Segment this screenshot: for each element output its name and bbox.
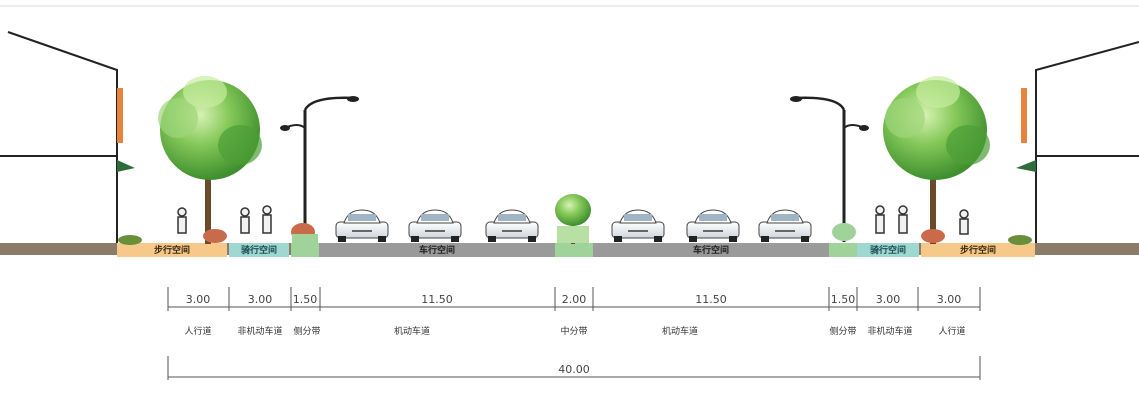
zone-label-walk-left: 步行空间 <box>154 244 190 256</box>
lane-label-sidewalk-right: 人行道 <box>938 325 965 337</box>
tree-right <box>883 76 990 244</box>
width-bikelane-left: 3.00 <box>248 293 273 306</box>
left-building-sign <box>117 88 123 143</box>
width-sidewalk-right: 3.00 <box>937 293 962 306</box>
shrubs <box>118 223 1032 245</box>
bikelane-right <box>857 243 919 257</box>
car <box>758 209 812 242</box>
pedestrians-left <box>177 205 272 234</box>
lane-label-median: 中分带 <box>560 325 587 337</box>
right-building <box>1016 40 1139 245</box>
tree-left <box>158 76 262 244</box>
width-bikelane-right: 3.00 <box>876 293 901 306</box>
zone-label-bike-left: 骑行空间 <box>241 244 277 256</box>
width-sidewalk-left: 3.00 <box>186 293 211 306</box>
zone-label-bike-right: 骑行空间 <box>870 244 906 256</box>
total-dimension <box>167 356 981 380</box>
car <box>335 209 389 242</box>
car <box>408 209 462 242</box>
width-divider-right: 1.50 <box>831 293 856 306</box>
roadway-left <box>319 243 555 257</box>
right-awning <box>1016 160 1036 172</box>
lane-label-divider-right: 侧分带 <box>829 325 856 337</box>
width-roadway-left: 11.50 <box>421 293 453 306</box>
car <box>686 209 740 242</box>
sidewalk-left <box>117 243 227 257</box>
width-median: 2.00 <box>562 293 587 306</box>
car <box>611 209 665 242</box>
street-lamp-left <box>280 96 359 242</box>
total-width-label: 40.00 <box>558 363 590 376</box>
zone-label-walk-right: 步行空间 <box>960 244 996 256</box>
pedestrians-right <box>875 205 969 235</box>
right-building-sign <box>1021 88 1027 143</box>
width-divider-left: 1.50 <box>293 293 318 306</box>
left-awning <box>117 160 135 172</box>
street-lamp-right <box>790 96 869 242</box>
lane-label-bikelane-left: 非机动车道 <box>237 325 282 337</box>
lane-label-divider-left: 侧分带 <box>293 325 320 337</box>
side-divider-left <box>291 243 319 257</box>
roadway-right <box>593 243 829 257</box>
sidewalk-right <box>921 243 1035 257</box>
tree-median <box>555 194 591 244</box>
median <box>555 243 593 257</box>
car <box>485 209 539 242</box>
dimension-lines <box>167 287 981 311</box>
zone-label-car-left: 车行空间 <box>419 244 455 256</box>
bikelane-left <box>229 243 289 257</box>
lane-label-sidewalk-left: 人行道 <box>184 325 211 337</box>
left-building <box>0 28 135 245</box>
cars <box>335 209 812 242</box>
side-divider-right <box>829 243 857 257</box>
zone-label-car-right: 车行空间 <box>693 244 729 256</box>
lane-label-roadway-right: 机动车道 <box>662 325 698 337</box>
width-roadway-right: 11.50 <box>695 293 727 306</box>
lane-label-bikelane-right: 非机动车道 <box>867 325 912 337</box>
lane-label-roadway-left: 机动车道 <box>394 325 430 337</box>
